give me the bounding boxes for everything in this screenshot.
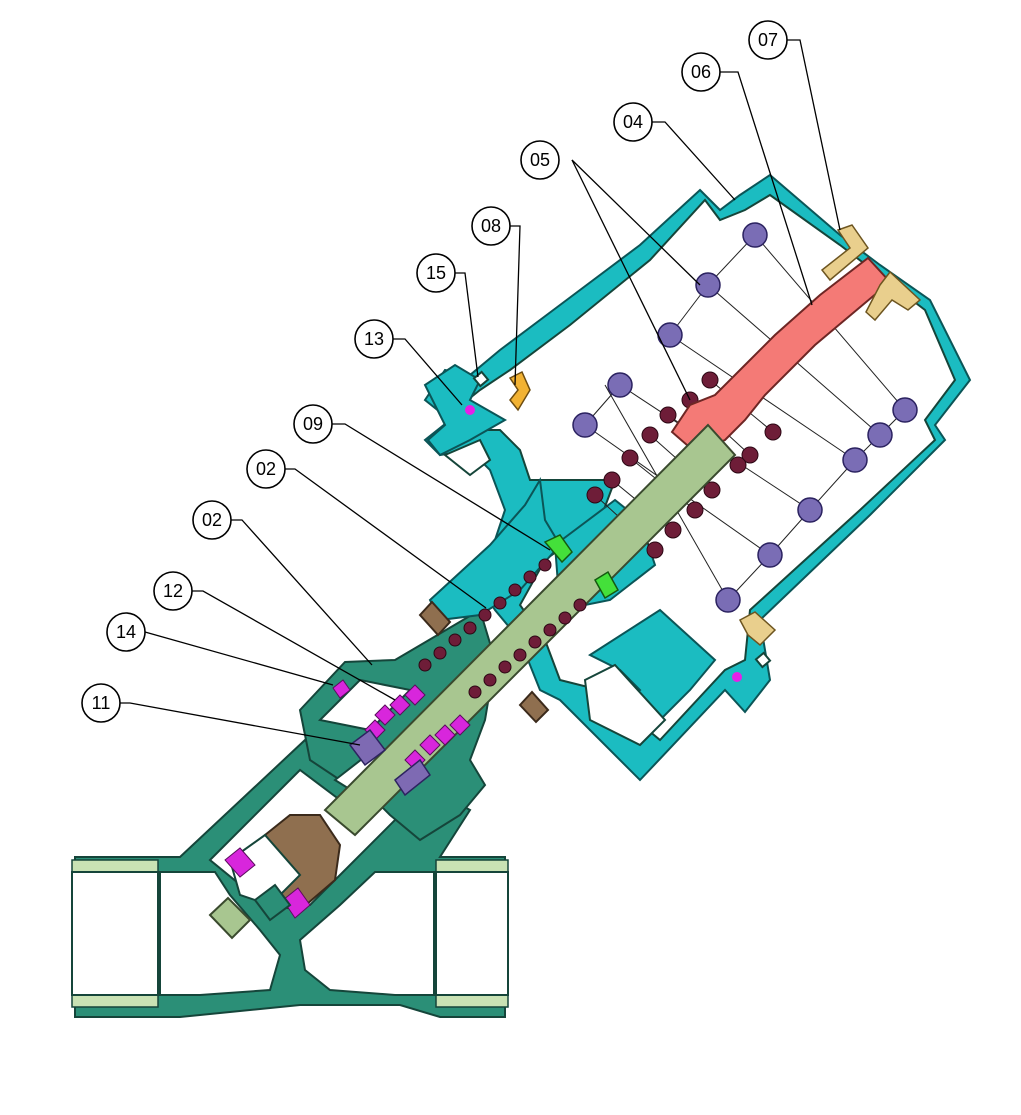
- callout-02-lower-label: 02: [202, 510, 222, 530]
- callout-09: 09: [293, 404, 333, 444]
- callout-06: 06: [681, 52, 721, 92]
- callout-02-lower: 02: [192, 500, 232, 540]
- callout-05: 05: [520, 140, 560, 180]
- callout-05-label: 05: [530, 150, 550, 170]
- callout-14: 14: [106, 612, 146, 652]
- callout-15-label: 15: [426, 263, 446, 283]
- callout-13-label: 13: [364, 329, 384, 349]
- fastener-dot: [465, 405, 475, 415]
- leader-lines: [120, 39, 841, 746]
- callout-13: 13: [354, 319, 394, 359]
- callout-12-label: 12: [163, 581, 183, 601]
- callout-07-label: 07: [758, 30, 778, 50]
- callout-04: 04: [613, 102, 653, 142]
- bonnet-spacers: [418, 600, 550, 724]
- gland-followers: [348, 728, 432, 797]
- callout-06-label: 06: [691, 62, 711, 82]
- callout-08-label: 08: [481, 216, 501, 236]
- callout-15: 15: [416, 253, 456, 293]
- callout-14-label: 14: [116, 622, 136, 642]
- callout-04-label: 04: [623, 112, 643, 132]
- callout-09-label: 09: [303, 414, 323, 434]
- callout-12: 12: [153, 571, 193, 611]
- seals: [332, 224, 922, 699]
- callout-02-upper: 02: [246, 449, 286, 489]
- callout-11-label: 11: [92, 693, 111, 713]
- callout-08: 08: [471, 206, 511, 246]
- gland-spring: [418, 558, 587, 699]
- callout-07: 07: [748, 20, 788, 60]
- fastener-dot: [732, 672, 742, 682]
- callout-02-upper-label: 02: [256, 459, 276, 479]
- stem: [323, 423, 737, 837]
- piston: [670, 256, 892, 454]
- valve-disc: [208, 814, 342, 940]
- callout-11: 11: [81, 683, 121, 723]
